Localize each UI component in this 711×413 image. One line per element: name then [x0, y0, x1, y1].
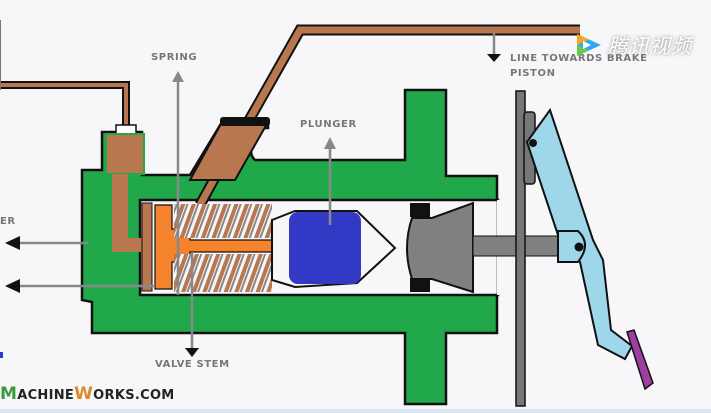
tencent-video-play-icon	[577, 33, 601, 56]
video-watermark: 腾讯视频	[574, 30, 692, 59]
label-line-towards-brake-piston: Line towards brake piston	[510, 51, 648, 81]
seal-bottom	[410, 278, 430, 292]
label-partial-left: er	[0, 216, 16, 227]
plunger-arrowhead	[324, 137, 336, 149]
brand-m: M	[0, 384, 18, 404]
label-valve-stem: Valve stem	[155, 359, 230, 370]
label-line-1: Line towards brake	[510, 53, 648, 64]
brand-w: W	[74, 384, 94, 404]
brand-achine: achine	[17, 388, 75, 403]
brake-pedal	[525, 107, 654, 391]
plunger	[289, 212, 361, 284]
spring	[174, 204, 272, 292]
brake-line-seal	[220, 117, 270, 126]
label-spring: Spring	[151, 52, 198, 63]
valve-stem-arrowhead	[185, 348, 199, 357]
left-arrowhead-2	[5, 279, 20, 293]
brake-line	[188, 24, 580, 208]
left-arrowhead-1	[5, 236, 20, 250]
label-pointers	[20, 30, 496, 352]
reservoir-line	[0, 20, 130, 125]
spring-arrowhead	[172, 71, 184, 82]
plunger-assembly	[271, 210, 397, 289]
bottom-border	[0, 409, 711, 413]
brand-orks: orks.com	[93, 388, 175, 403]
brake-line-arrowhead	[487, 54, 501, 62]
partial-mark	[0, 352, 3, 358]
watermark-text: 腾讯视频	[608, 34, 692, 58]
firewall	[515, 90, 526, 407]
label-plunger: Plunger	[300, 119, 357, 130]
seal-top	[410, 203, 430, 217]
pedal-pad	[626, 329, 654, 391]
brand-watermark: MachineWorks.com	[0, 384, 175, 404]
label-line-2: piston	[510, 68, 556, 79]
